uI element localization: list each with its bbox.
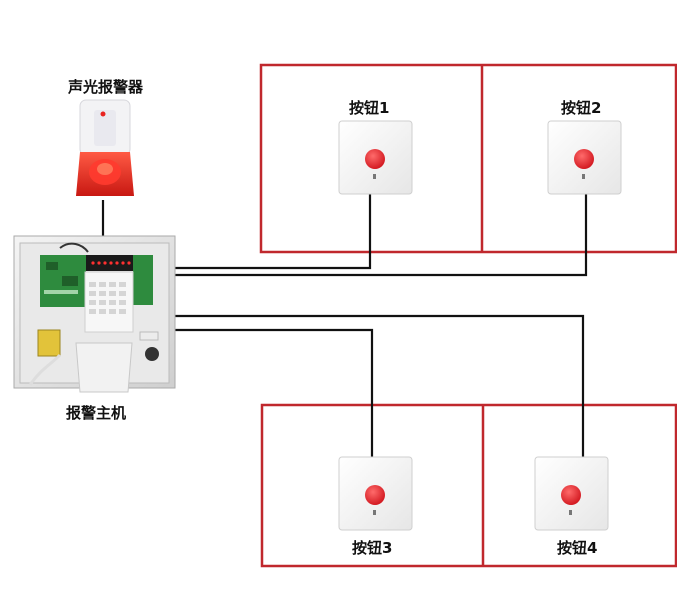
wire-button1 <box>175 194 372 270</box>
button2-label: 按钮2 <box>561 99 602 117</box>
button4-label: 按钮4 <box>557 539 598 557</box>
emergency-push-button-icon <box>534 456 609 531</box>
wire-button3 <box>175 328 374 458</box>
siren-label: 声光报警器 <box>68 78 144 96</box>
wires <box>101 194 588 458</box>
zone-frame-top <box>259 63 677 254</box>
emergency-push-button-icon <box>338 120 413 195</box>
button1-label: 按钮1 <box>349 99 390 117</box>
alarm-control-panel-icon <box>13 235 176 393</box>
emergency-push-button-icon <box>338 456 413 531</box>
host-label: 报警主机 <box>66 404 127 422</box>
wire-button4 <box>175 314 585 458</box>
zone-frame-bottom <box>260 403 677 568</box>
button3-label: 按钮3 <box>352 539 393 557</box>
emergency-push-button-icon <box>547 120 622 195</box>
strobe-siren-icon <box>76 99 134 196</box>
wire-button2 <box>175 194 588 277</box>
